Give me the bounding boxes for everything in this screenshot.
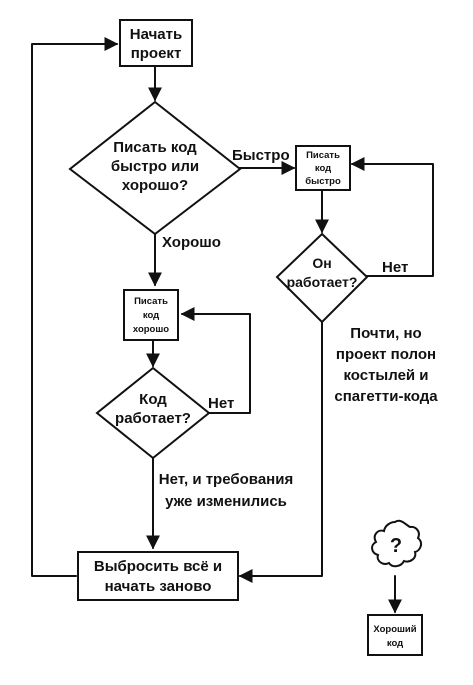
- node-decision-main-line-2: быстро или: [111, 158, 199, 175]
- node-start-line-2: проект: [131, 45, 182, 62]
- label-good-no: Нет: [208, 395, 234, 412]
- label-fast-yes-line-4: спагетти-кода: [334, 388, 438, 405]
- node-decision-main-line-1: Писать код: [113, 139, 197, 156]
- label-fast-yes-line-3: костылей и: [343, 367, 428, 384]
- node-decision-good-works-line-2: работает?: [115, 410, 191, 427]
- node-write-fast-line-2: код: [315, 163, 331, 174]
- node-decision-fast-works: Он работает?: [275, 232, 369, 324]
- node-write-fast: Писать код быстро: [295, 145, 351, 191]
- edge-restart-loop: [31, 37, 119, 577]
- node-start-line-1: Начать: [130, 26, 182, 43]
- node-write-fast-line-3: быстро: [305, 176, 341, 187]
- node-restart: Выбросить всё и начать заново: [77, 551, 239, 601]
- node-decision-fast-works-line-1: Он: [312, 255, 331, 271]
- node-good-code-line-2: код: [387, 638, 403, 649]
- label-good-yes-line-2: уже изменились: [165, 493, 287, 510]
- node-decision-good-works-line-1: Код: [139, 391, 167, 408]
- connectors: [31, 37, 434, 614]
- label-fast-yes-line-1: Почти, но: [350, 325, 421, 342]
- node-decision-main: Писать код быстро или хорошо?: [68, 100, 242, 236]
- node-good-code: Хороший код: [367, 614, 423, 656]
- node-write-good-line-3: хорошо: [133, 324, 169, 335]
- label-fast: Быстро: [232, 147, 290, 164]
- node-mystery: ?: [371, 519, 422, 568]
- node-restart-line-1: Выбросить всё и: [94, 558, 222, 575]
- node-start: Начать проект: [119, 19, 193, 67]
- label-fast-yes-line-2: проект полон: [336, 346, 436, 363]
- edge-good-no-loop: [180, 307, 251, 414]
- node-decision-fast-works-line-2: работает?: [287, 274, 358, 290]
- node-write-fast-line-1: Писать: [306, 150, 340, 161]
- node-write-good: Писать код хорошо: [123, 289, 179, 341]
- label-good: Хорошо: [162, 234, 221, 251]
- label-good-yes-line-1: Нет, и требования: [159, 471, 293, 488]
- node-restart-line-2: начать заново: [105, 578, 212, 595]
- node-write-good-line-1: Писать: [134, 296, 168, 307]
- node-good-code-line-1: Хороший: [373, 624, 416, 635]
- edge-fast-yes-to-restart: [238, 321, 323, 583]
- edge-labels: Быстро Хорошо Нет Нет Почти, но проект п…: [159, 147, 438, 510]
- question-mark-icon: ?: [390, 535, 402, 557]
- node-decision-good-works: Код работает?: [95, 366, 211, 460]
- node-write-good-line-2: код: [143, 310, 159, 321]
- label-fast-no: Нет: [382, 259, 408, 276]
- edge-fast-no-loop: [350, 157, 434, 277]
- node-decision-main-line-3: хорошо?: [122, 177, 188, 194]
